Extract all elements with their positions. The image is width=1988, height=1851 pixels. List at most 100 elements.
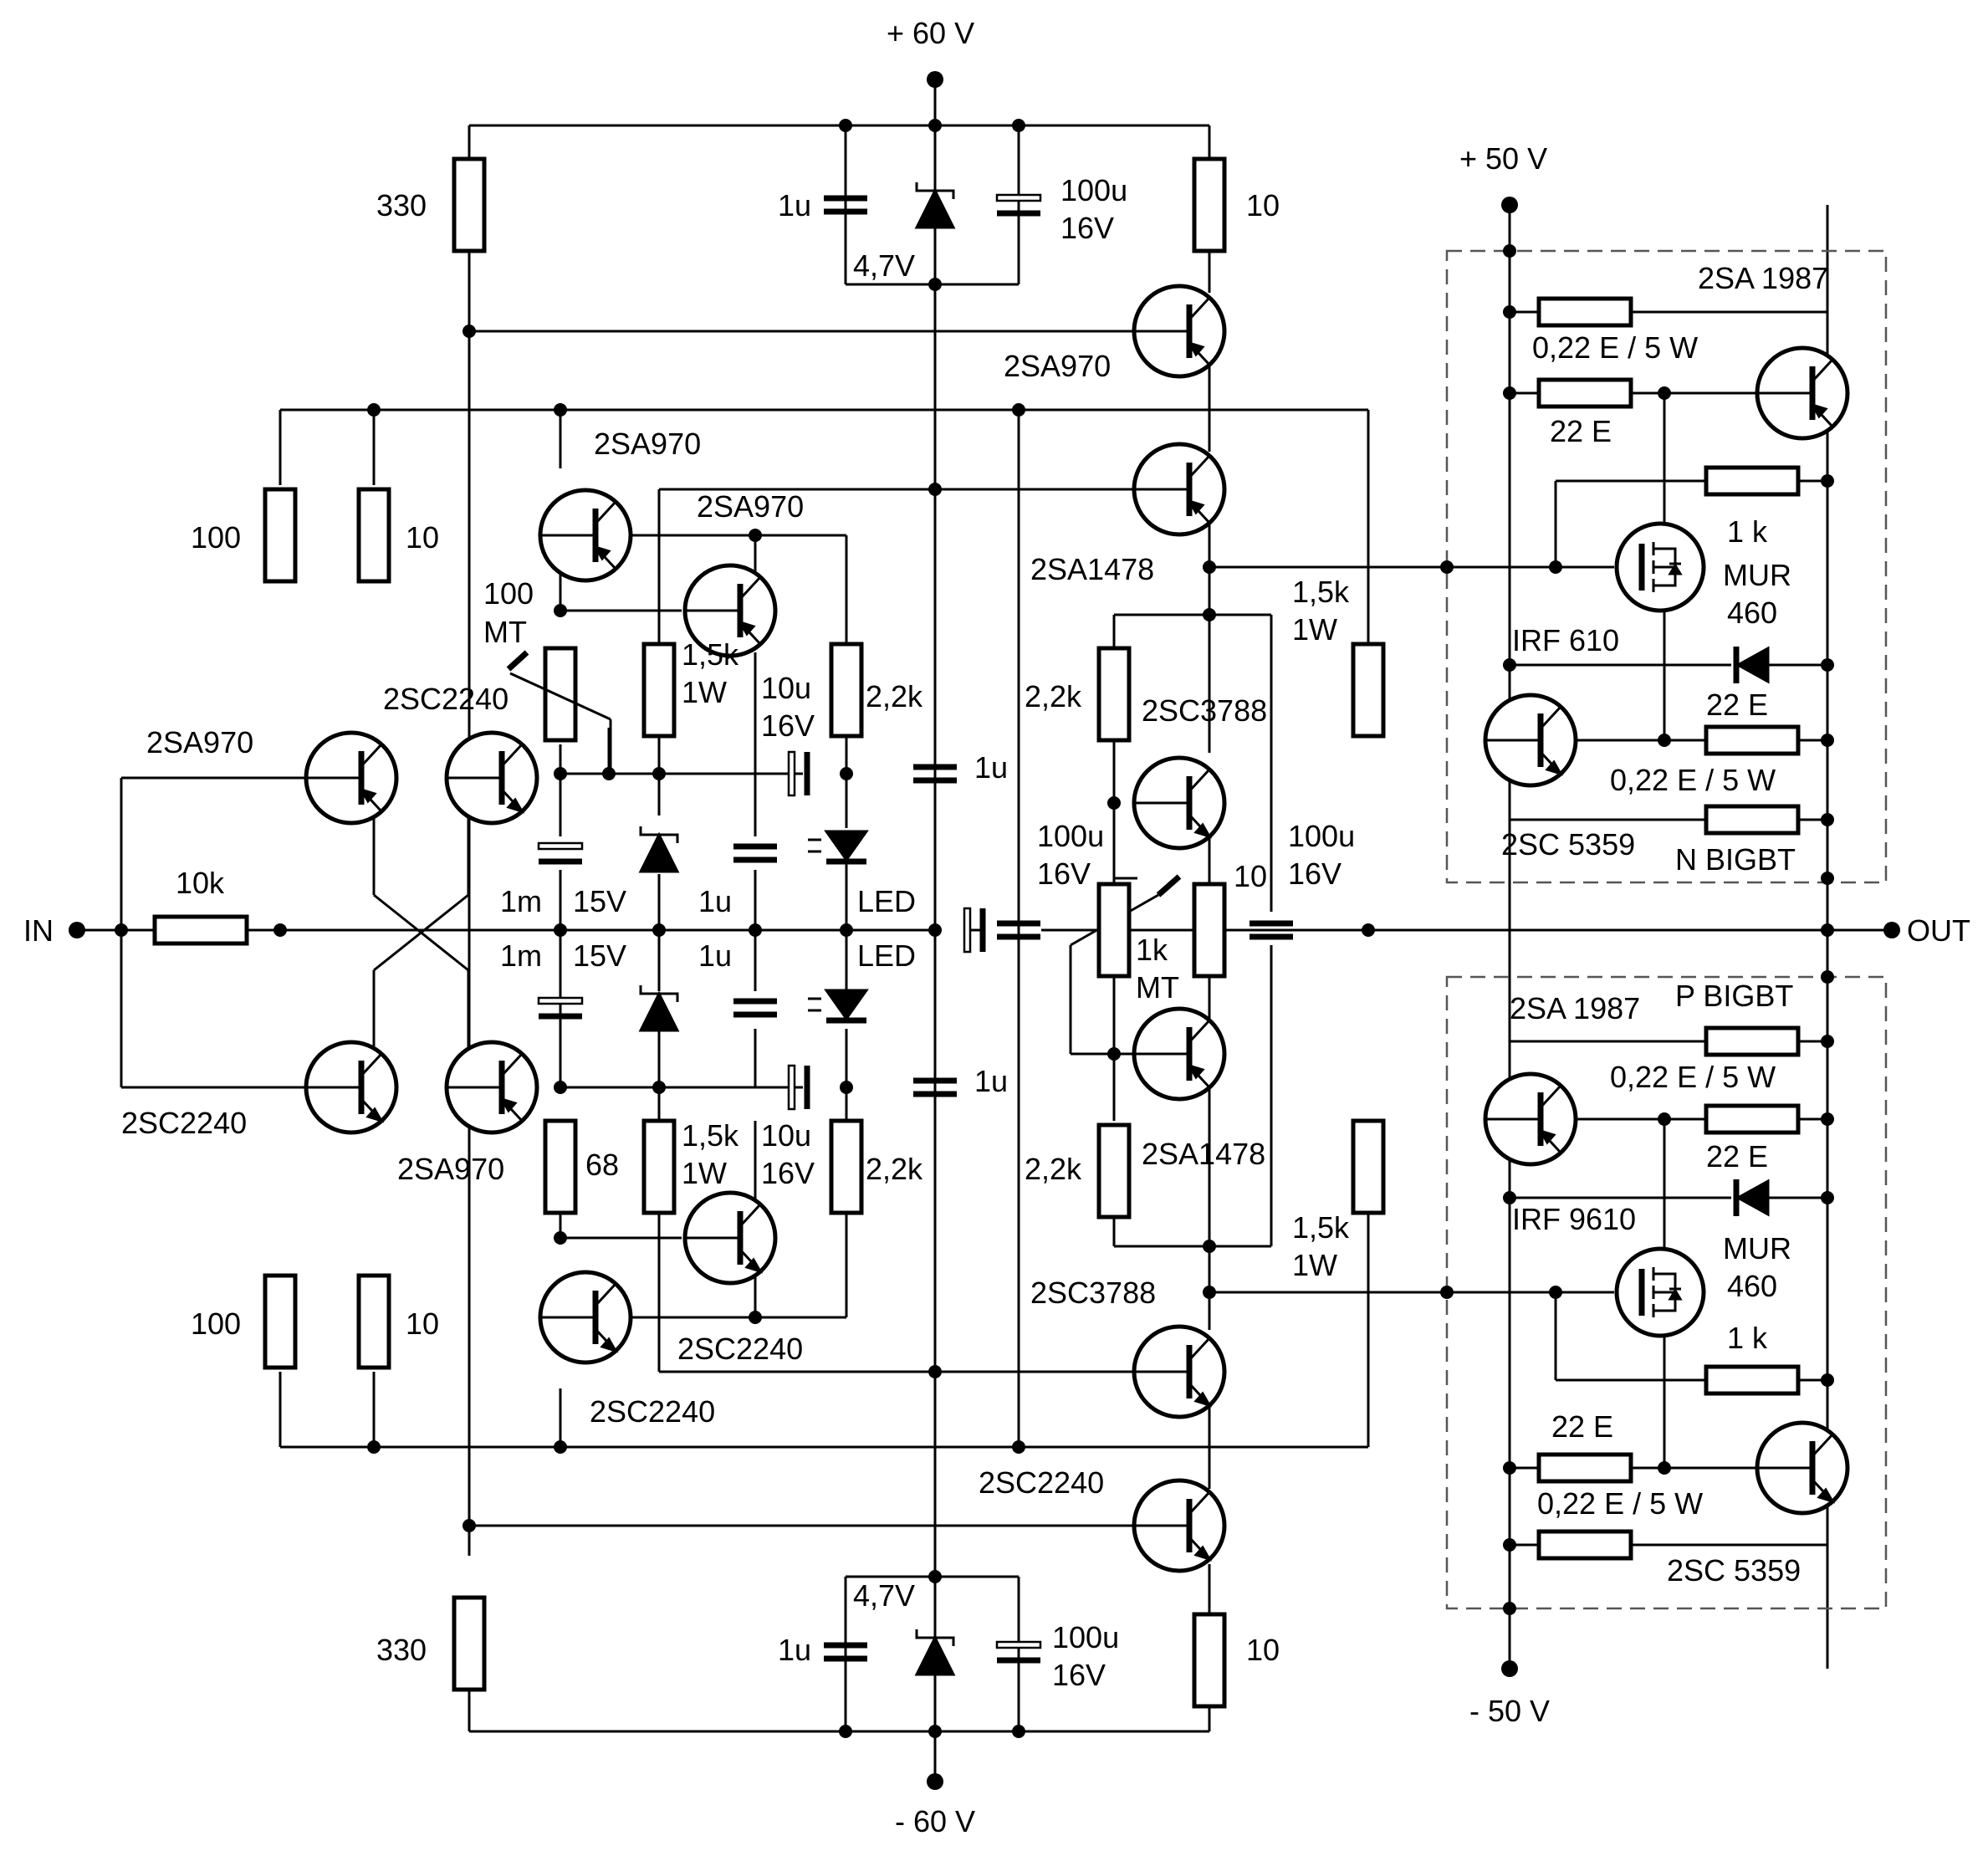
label-c1u-top: 1u	[778, 188, 811, 222]
resistor-2k2-a	[831, 644, 861, 736]
label-c100u-l: 100u	[1037, 819, 1104, 853]
label-c16v-bot: 16V	[1052, 1658, 1106, 1692]
label-c16v-b: 16V	[761, 1156, 815, 1190]
resistor-1k5-a	[644, 644, 674, 736]
zener-15v-a	[639, 825, 679, 873]
transistor-2sa1478-top	[1134, 444, 1224, 534]
label-q-2sc3788-bot: 2SC3788	[1030, 1276, 1156, 1310]
resistor-100-lower	[265, 1276, 295, 1368]
label-trim1k: 1k	[1136, 933, 1168, 967]
label-r10-top: 10	[1246, 188, 1280, 222]
label-up-r22e: 22 E	[1550, 414, 1612, 448]
resistor-2k2-c	[1099, 648, 1129, 740]
label-trim100-mt: MT	[483, 615, 527, 649]
label-q-2sc2240-left-upper: 2SC2240	[383, 682, 508, 716]
transistor-2sc2240-mid	[685, 1193, 775, 1283]
label-r22k-c: 2,2k	[1025, 679, 1082, 713]
label-r68: 68	[585, 1148, 619, 1182]
terminal-out	[1883, 922, 1900, 938]
label-q-2sc2240-botright: 2SC2240	[979, 1465, 1104, 1500]
label-q-2sc3788-vbe: 2SC3788	[1142, 693, 1267, 728]
label-c1u-bot: 1u	[778, 1633, 811, 1667]
lower-power-stage-box	[1445, 975, 1888, 1610]
label-up-irf: IRF 610	[1512, 623, 1619, 657]
label-lo-irf: IRF 9610	[1512, 1202, 1636, 1236]
transistor-2sc2240-left	[306, 1042, 396, 1133]
resistor-10k	[155, 917, 247, 943]
label-c16v-l: 16V	[1037, 856, 1091, 891]
transistor-2sa1987-upper	[1757, 348, 1847, 438]
terminal-minus-60v	[927, 1773, 943, 1790]
label-plus-60v: + 60 V	[887, 16, 974, 50]
label-r1w-b: 1W	[682, 1156, 727, 1190]
label-q-2sa1478-vbe: 2SA1478	[1142, 1137, 1265, 1171]
label-lo-r22e: 22 E	[1706, 1139, 1768, 1173]
label-trim100: 100	[483, 576, 534, 611]
transistor-2sc2240-mid2	[540, 1272, 631, 1363]
label-r10k: 10k	[176, 866, 225, 900]
transistor-2sc3788-bottom	[1134, 1327, 1224, 1417]
resistor-1k5-d	[1353, 1121, 1383, 1213]
label-r15k-d: 1,5k	[1292, 1210, 1350, 1245]
resistor-100-upper	[265, 489, 295, 581]
trimmer-100	[545, 648, 575, 740]
label-lo-mur-num: 460	[1727, 1269, 1777, 1303]
label-z47-bot: 4,7V	[853, 1578, 915, 1613]
label-r1w-a: 1W	[682, 675, 727, 709]
label-q-2sa970-topright: 2SA970	[1004, 349, 1111, 383]
transistor-2sa970-left-lower	[447, 1042, 537, 1133]
led-b	[808, 990, 866, 1020]
label-lo-mur: MUR	[1723, 1231, 1791, 1266]
resistor-10-upper	[359, 489, 389, 581]
label-q-2sa970-left: 2SA970	[146, 725, 253, 759]
terminal-in	[69, 922, 85, 938]
label-minus-60v: - 60 V	[895, 1804, 975, 1838]
diode-mur460-lower	[1736, 1179, 1768, 1216]
label-r15k-c: 1,5k	[1292, 575, 1350, 609]
label-z47-top: 4,7V	[853, 248, 915, 283]
capacitor-1u-a	[733, 846, 777, 860]
label-in: IN	[23, 913, 54, 948]
zener-4v7-bottom	[915, 1628, 955, 1676]
label-r22k-b: 2,2k	[866, 1152, 923, 1186]
resistor-330-top	[454, 159, 484, 251]
resistor-1k5-c	[1353, 644, 1383, 736]
label-r22k-d: 2,2k	[1025, 1152, 1082, 1186]
transistor-2sa1987-lower	[1485, 1074, 1576, 1164]
transistor-2sc5359-lower	[1757, 1423, 1847, 1513]
label-up-r022: 0,22 E / 5 W	[1532, 330, 1698, 365]
label-r100-lower: 100	[191, 1306, 241, 1341]
resistor-1k5-b	[644, 1121, 674, 1213]
mosfet-irf9610	[1617, 1249, 1704, 1336]
transistor-2sa970-mid	[540, 490, 631, 580]
label-r22k-a: 2,2k	[866, 679, 923, 713]
label-c100u-top: 100u	[1060, 173, 1127, 207]
label-led-b: LED	[857, 938, 916, 973]
label-lo-r022: 0,22 E / 5 W	[1610, 1060, 1776, 1094]
label-c100u-bot: 100u	[1052, 1620, 1119, 1654]
label-q-2sa1478-top: 2SA1478	[1030, 552, 1154, 586]
label-c16v-a: 16V	[761, 708, 815, 743]
zener-4v7-top	[915, 181, 955, 229]
capacitor-1u-b	[733, 1001, 777, 1015]
resistor-68	[545, 1121, 575, 1213]
label-r100-upper: 100	[191, 520, 241, 555]
label-up-r022-b: 0,22 E / 5 W	[1610, 763, 1776, 797]
resistor-2k2-d	[1099, 1125, 1129, 1217]
label-up-2sa1987: 2SA 1987	[1698, 261, 1828, 295]
upper-power-stage-box	[1445, 249, 1888, 884]
label-r10-mid: 10	[1234, 859, 1267, 893]
zener-15v-b	[639, 984, 679, 1032]
label-c16v-top: 16V	[1060, 211, 1114, 245]
label-c1u-rail-a: 1u	[974, 750, 1008, 785]
trimmer-1k-arrow	[1156, 874, 1182, 897]
label-up-mur: MUR	[1723, 558, 1791, 592]
led-a	[808, 831, 866, 862]
resistor-1k-lower	[1706, 1367, 1798, 1393]
mosfet-irf610	[1617, 524, 1704, 611]
label-r1w-d: 1W	[1292, 1248, 1337, 1282]
resistor-10-lower	[359, 1276, 389, 1368]
terminal-plus-60v	[927, 71, 943, 88]
label-c10u-a: 10u	[761, 671, 811, 705]
